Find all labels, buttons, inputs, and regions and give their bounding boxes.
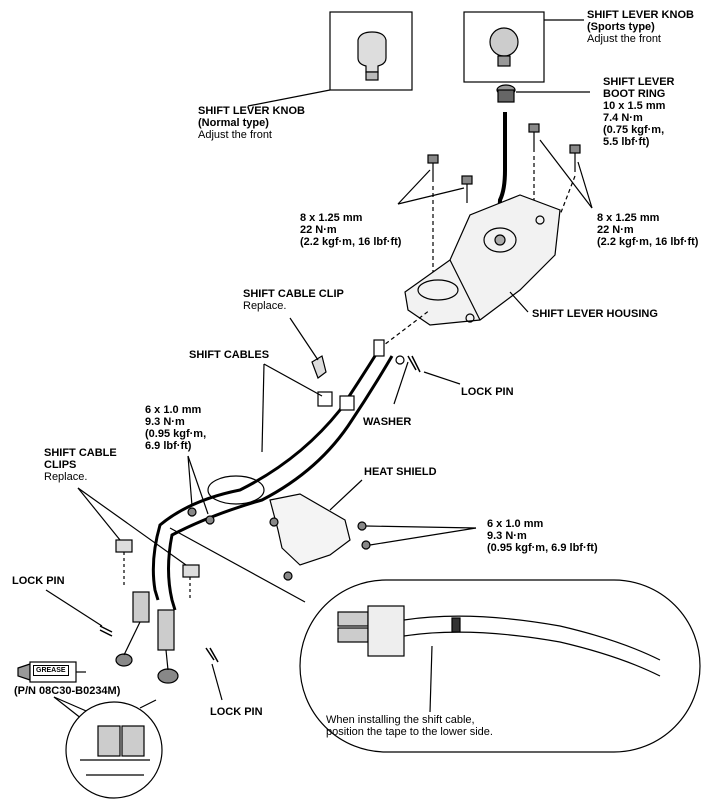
cable-ends [115,591,179,684]
grease-detail-circle [65,699,163,799]
lock-pin-left-part [99,625,113,637]
cable-tape-detail [299,579,701,753]
shift-cable-clips [115,539,200,578]
label-heat-shield: HEAT SHIELD [364,466,437,478]
label-note: When installing the shift cable, positio… [326,714,493,738]
label-boot-ring: SHIFT LEVER BOOT RING 10 x 1.5 mm 7.4 N·… [603,76,675,148]
grease-tag: GREASE [33,665,69,676]
shift-lever-housing [404,194,561,326]
label-lock-pin-top: LOCK PIN [461,386,514,398]
label-knob-normal: SHIFT LEVER KNOB (Normal type) Adjust th… [198,105,305,141]
label-knob-sports: SHIFT LEVER KNOB (Sports type) Adjust th… [587,9,694,45]
shift-lever-rod [496,112,507,241]
label-housing: SHIFT LEVER HOUSING [532,308,658,320]
washer [395,355,405,365]
heat-shield [269,493,371,581]
lock-pin-top [407,355,421,373]
cable-bracket-ring [207,475,265,505]
shift-cable-clip-top [311,355,327,379]
label-washer: WASHER [363,416,412,428]
label-cable-clips: SHIFT CABLE CLIPS Replace. [44,447,117,483]
lock-pin-bottom-part [205,647,219,663]
bracket-bolts [187,507,215,525]
label-lock-pin-bottom: LOCK PIN [210,706,263,718]
housing-bolts [427,123,581,203]
label-torque-right: 8 x 1.25 mm 22 N·m (2.2 kgf·m, 16 lbf·ft… [597,212,699,248]
label-lock-pin-left: LOCK PIN [12,575,65,587]
label-grease-pn: (P/N 08C30-B0234M) [14,685,121,697]
label-shift-cables: SHIFT CABLES [189,349,270,361]
label-torque-left: 8 x 1.25 mm 22 N·m (2.2 kgf·m, 16 lbf·ft… [300,212,402,248]
normal-knob-inset [247,11,413,107]
label-bolt-6-left: 6 x 1.0 mm 9.3 N·m (0.95 kgf·m, 6.9 lbf·… [145,404,207,452]
label-cable-clip: SHIFT CABLE CLIP Replace. [243,288,344,312]
label-bolt-6-right: 6 x 1.0 mm 9.3 N·m (0.95 kgf·m, 6.9 lbf·… [487,518,598,554]
sports-knob-inset [463,11,584,83]
boot-ring [496,84,590,103]
